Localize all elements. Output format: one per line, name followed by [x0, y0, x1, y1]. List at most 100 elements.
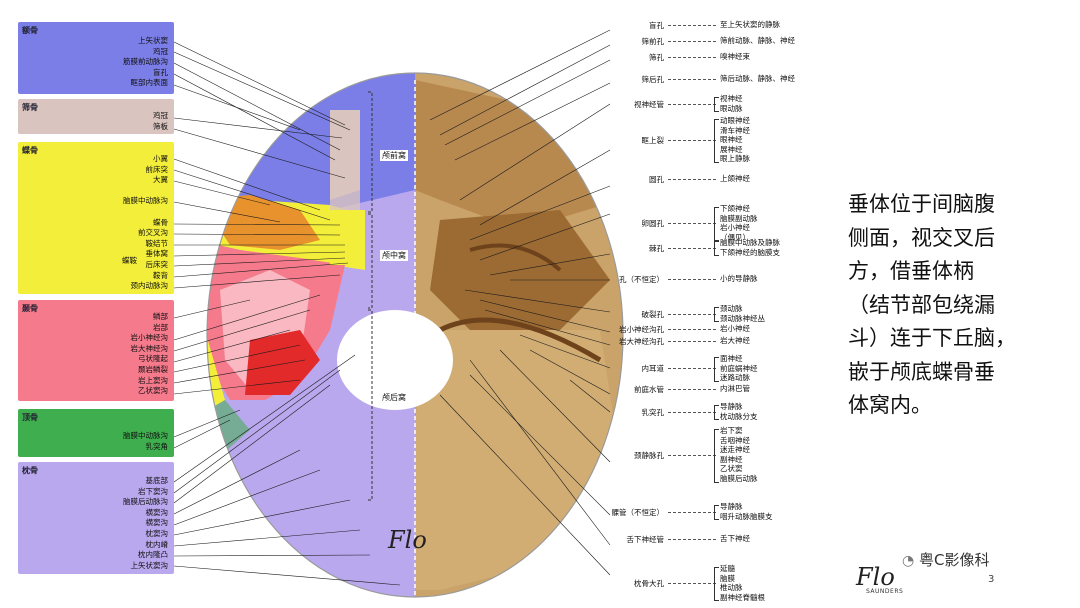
content-item: 岩下窦 [720, 426, 743, 435]
content-bracket [714, 307, 719, 323]
foramen-row: 乳突孔导静脉枕动脉分支 [586, 402, 836, 421]
leader-dash [668, 179, 716, 180]
content-item: 咽升动脉脑膜支 [720, 511, 773, 521]
foramen-name: 盲孔 [649, 21, 664, 30]
text-line: 垂体位于间脑腹 [848, 192, 995, 216]
panel-sphenoid: 蝶骨 小翼 前床突 大翼 脑膜中动脉沟 蝶骨 前交叉沟 鞍结节 垂体窝 后床突 … [18, 142, 174, 294]
content-item: 眼神经 [720, 135, 743, 145]
foramen-contents: 岩大神经 [720, 336, 750, 346]
panel-temporal: 颞骨 鳞部 岩部 岩小神经沟 岩大神经沟 弓状隆起 颞岩鳞裂 岩上窦沟 乙状窦沟 [18, 300, 174, 401]
foramen-row: 卵圆孔下颌神经脑膜副动脉岩小神经（偶见） [586, 204, 836, 242]
label: 筋膜前动脉沟 [123, 57, 168, 67]
foramen-contents: 舌下神经 [720, 534, 750, 544]
content-item: 动眼神经 [720, 116, 750, 125]
content-bracket [714, 97, 719, 113]
leader-dash [668, 583, 716, 585]
label: 颞岩鳞裂 [138, 364, 168, 374]
panel-occipital: 枕骨 基底部 岩下窦沟 脑膜后动脉沟 横窦沟 横窦沟 枕窦沟 枕内嵴 枕内隆凸 … [18, 462, 174, 574]
content-item: 展神经 [720, 144, 743, 154]
label: 盲孔 [153, 67, 168, 77]
content-item: 岩大神经 [720, 336, 750, 345]
text-line: （结节部包绕漏 [848, 292, 995, 317]
content-item: 下颌神经的脑膜支 [720, 247, 780, 257]
content-item: 迷路动脉 [720, 373, 750, 383]
content-item: 下颌神经 [720, 204, 750, 213]
content-bracket [714, 207, 719, 242]
text-line: 嵌于颅底蝶骨垂 [848, 359, 995, 384]
foramen-name: 眶上裂 [641, 136, 665, 145]
svg-text:Flo: Flo [855, 563, 895, 591]
label: 眶部内表面 [130, 78, 169, 88]
content-bracket [714, 241, 719, 257]
foramen-contents: 延髓脑膜椎动脉副神经脊髓根 [720, 564, 765, 602]
leader-dash [668, 223, 716, 225]
content-item: 迷走神经 [720, 445, 750, 455]
foramen-row: 前庭水管内淋巴管 [586, 384, 836, 394]
panel-name: 额骨 [22, 26, 38, 35]
leader-dash [668, 539, 716, 540]
content-item: 颈动脉 [720, 304, 743, 313]
foramen-row: 筛后孔筛后动脉、静脉、神经 [586, 74, 836, 84]
label: 乙状窦沟 [138, 386, 168, 396]
content-item: 脑膜副动脉 [720, 213, 758, 223]
content-item: 岩小神经 [720, 223, 750, 233]
label: 岩小神经沟 [130, 333, 169, 343]
label: 鳞部 [153, 312, 168, 321]
content-item: 导静脉 [720, 402, 743, 411]
content-item: 内淋巴管 [720, 384, 750, 393]
text-line: 体窝内。 [848, 393, 932, 417]
foramen-contents: 动眼神经滑车神经眼神经展神经眼上静脉 [720, 116, 750, 164]
content-item: （偶见） [720, 232, 750, 242]
foramen-row: 筛孔嗅神经束 [586, 52, 836, 62]
label: 脑膜中动脉沟 [123, 431, 168, 440]
panel-name: 筛骨 [22, 103, 38, 112]
label: 乳突角 [145, 441, 169, 451]
label: 垂体窝 [145, 249, 169, 259]
panel-ethmoid: 筛骨 鸡冠 筛板 [18, 99, 174, 134]
foramen-row: 岩小神经沟孔 岩小神经 [586, 324, 836, 334]
content-bracket [714, 505, 719, 521]
text-line: 斗）连于下丘脑， [848, 326, 1016, 350]
label: 枕内隆凸 [138, 550, 168, 560]
label: 鞍结节 [145, 238, 169, 248]
foramen-contents: 岩下窦舌咽神经迷走神经副神经乙状窦脑膜后动脉 [720, 426, 758, 484]
page-number: 3 [988, 574, 995, 585]
leader-dash [668, 79, 716, 80]
panel-parietal: 顶骨 脑膜中动脉沟 乳突角 [18, 409, 174, 457]
content-item: 小的导静脉 [720, 274, 758, 283]
content-item: 岩小神经 [720, 324, 750, 333]
foramen-name: 孔（不恒定） [619, 275, 664, 284]
content-item: 筛前动脉、静脉、神经 [720, 36, 795, 45]
leader-dash [668, 25, 716, 26]
leader-dash [668, 140, 716, 141]
foramen-row: 舌下神经管舌下神经 [586, 534, 836, 544]
sella-group-label: 蝶鞍 [122, 256, 137, 265]
panel-labels: 基底部 岩下窦沟 脑膜后动脉沟 横窦沟 横窦沟 枕窦沟 枕内嵴 枕内隆凸 上矢状… [123, 476, 168, 571]
foramen-contents: 导静脉咽升动脉脑膜支 [720, 502, 773, 521]
label: 鸡冠 [153, 46, 168, 56]
leader-dash [668, 247, 716, 249]
panel-labels: 上矢状窦 鸡冠 筋膜前动脉沟 盲孔 眶部内表面 [123, 36, 168, 89]
foramen-contents: 颈动脉颈动脉神经丛 [720, 304, 765, 323]
panel-name: 枕骨 [22, 466, 38, 475]
foramen-name: 岩小神经沟孔 [619, 325, 664, 334]
panel-labels: 鸡冠 筛板 [153, 111, 168, 132]
foramen-row: 颈静脉孔岩下窦舌咽神经迷走神经副神经乙状窦脑膜后动脉 [586, 426, 836, 484]
content-item: 延髓 [720, 564, 735, 573]
foramen-name: 圆孔 [649, 175, 664, 184]
label: 鸡冠 [153, 111, 168, 120]
foramen-row: 棘孔脑膜中动脉及静脉下颌神经的脑膜支 [586, 238, 836, 257]
label: 前床突 [145, 164, 169, 174]
foramen-contents: 上颌神经 [720, 174, 750, 184]
content-bracket [714, 567, 719, 602]
foramen-row: 孔（不恒定） 小的导静脉 [586, 274, 836, 284]
label: 蝶骨 [153, 217, 168, 227]
leader-dash [668, 41, 716, 42]
foramen-name: 筛孔 [649, 53, 664, 62]
foramen-name: 髁管（不恒定） [611, 507, 665, 517]
content-bracket [714, 405, 719, 421]
content-item: 椎动脉 [720, 583, 743, 593]
content-item: 颈动脉神经丛 [720, 313, 765, 323]
